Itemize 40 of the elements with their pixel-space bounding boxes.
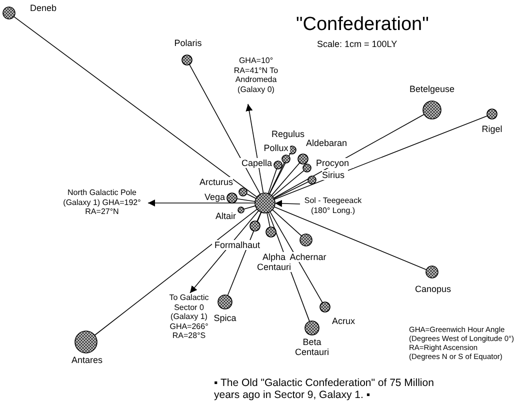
connector-line bbox=[268, 162, 285, 194]
connector-line bbox=[270, 211, 323, 304]
caption: ▪ The Old "Galactic Confederation" of 75 Million years ago in Sector 9, Galaxy 1. ▪ bbox=[214, 377, 435, 401]
connector-line bbox=[272, 170, 304, 197]
arrow bbox=[148, 200, 256, 206]
star-name: Sirius bbox=[322, 170, 348, 180]
arrow bbox=[274, 200, 300, 207]
star-name: Polaris bbox=[172, 38, 204, 48]
connector-line bbox=[236, 198, 256, 202]
connector-line bbox=[266, 212, 270, 228]
connector-line bbox=[271, 162, 300, 196]
connector-line bbox=[274, 181, 309, 199]
star-name: Capella bbox=[238, 158, 272, 168]
connector-line bbox=[269, 153, 291, 194]
connector-line bbox=[268, 168, 278, 194]
connector-line bbox=[246, 193, 256, 199]
connector-line bbox=[274, 206, 427, 270]
connector-line bbox=[227, 212, 262, 296]
star-name: Procyon bbox=[316, 158, 354, 168]
connector-line bbox=[256, 212, 262, 222]
sun-icon bbox=[254, 192, 276, 214]
scale-note: Scale: 1cm = 100LY bbox=[317, 39, 398, 49]
connector-line bbox=[189, 64, 261, 195]
star-name: Regulus bbox=[271, 129, 305, 139]
connector-line bbox=[94, 208, 258, 336]
star-name: Pollux bbox=[262, 143, 290, 153]
star-name: Achernar bbox=[288, 252, 328, 262]
star-name: Betelgeuse bbox=[408, 84, 456, 94]
arrow bbox=[246, 104, 264, 194]
star-name: Antares bbox=[70, 355, 104, 365]
star-name: Spica bbox=[211, 313, 239, 323]
connector-line bbox=[272, 209, 302, 236]
connector-line bbox=[243, 205, 256, 210]
arrow bbox=[190, 210, 259, 294]
connector-line bbox=[13, 16, 258, 198]
star-name: Formalhaut bbox=[212, 240, 260, 250]
connector-line bbox=[273, 114, 425, 199]
title: "Confederation" bbox=[296, 14, 429, 36]
connector-line bbox=[274, 115, 488, 200]
star-name: Canopus bbox=[414, 284, 452, 294]
